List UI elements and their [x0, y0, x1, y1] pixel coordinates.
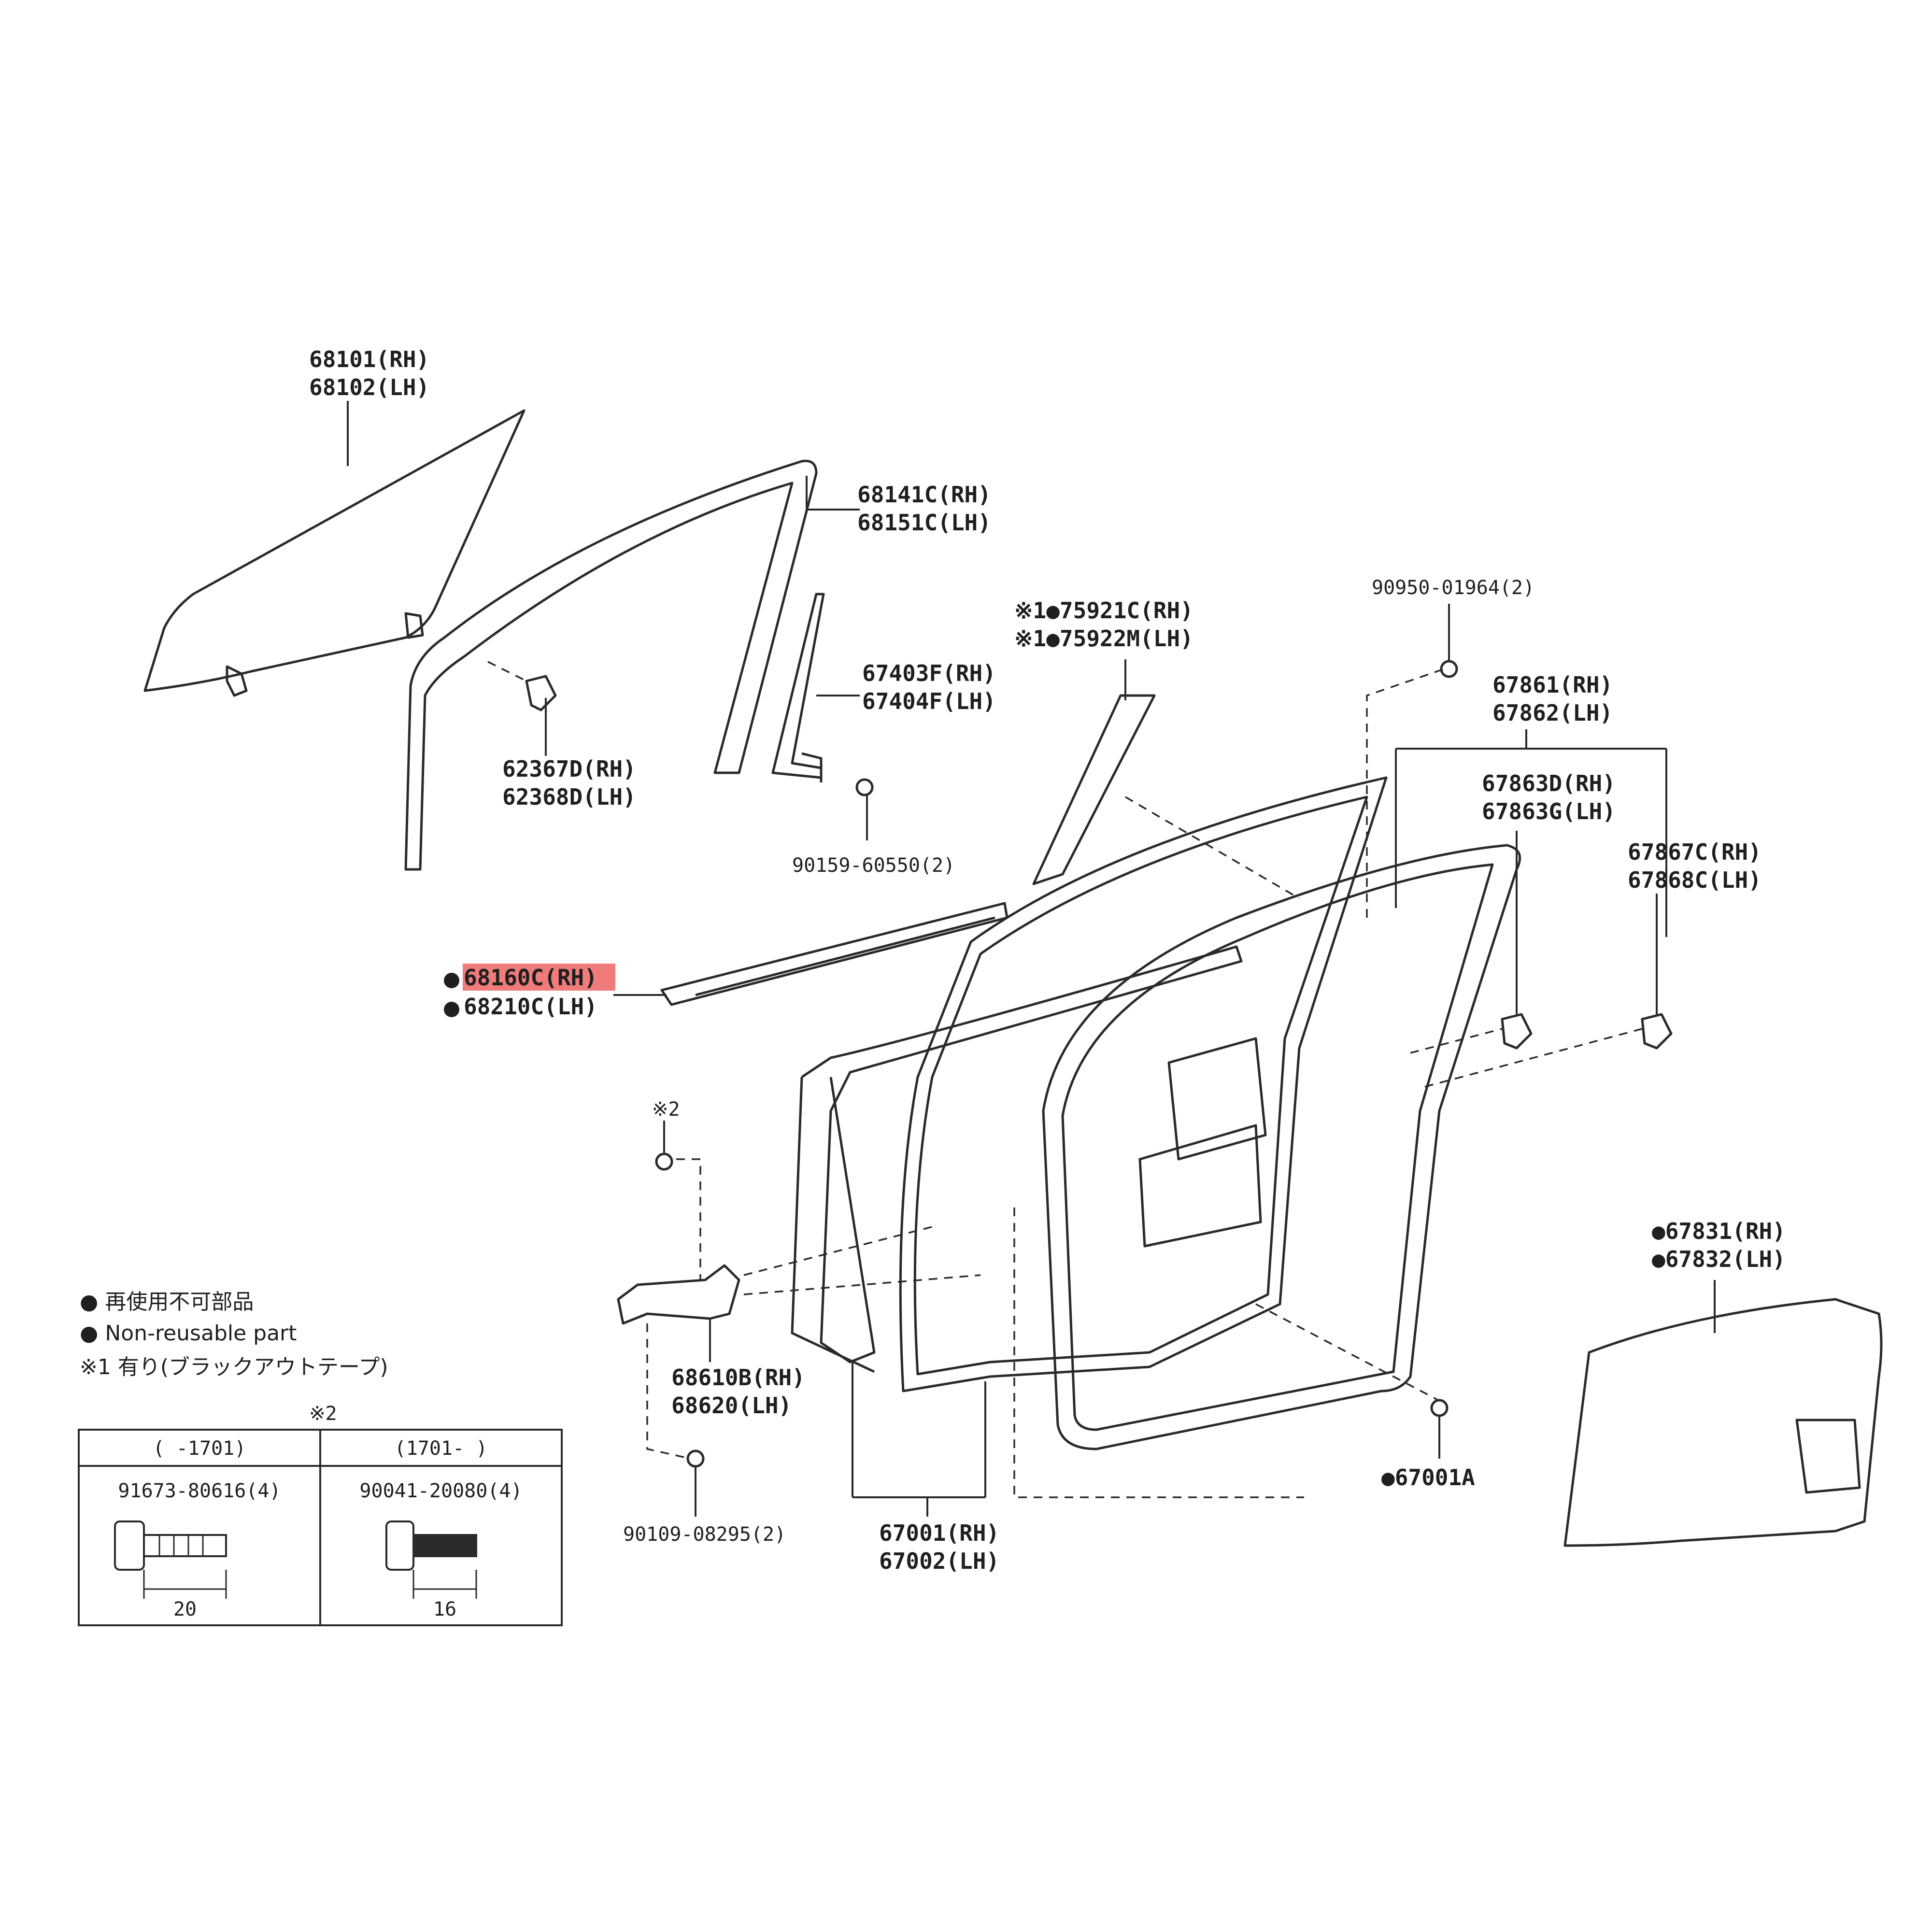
label-90159: 90159-60550(2) [792, 854, 955, 877]
label-67002: 67002(LH) [879, 1548, 999, 1574]
callout-67861: 67861(RH) 67862(LH) [1492, 672, 1613, 726]
label-68620: 68620(LH) [671, 1392, 792, 1419]
label-67868c: 67868C(LH) [1628, 867, 1762, 893]
label-68102: 68102(LH) [309, 374, 429, 400]
legend-note-x1: ※1 有り(ブラックアウトテープ) [80, 1355, 388, 1379]
weatherstrip-clip-a [1501, 1013, 1533, 1050]
label-67001a: ●67001A [1381, 1464, 1475, 1491]
label-75922m: ※1●75922M(LH) [1014, 625, 1193, 652]
door-glass [143, 409, 526, 697]
callout-67831: ●67831(RH) ●67832(LH) [1652, 1218, 1786, 1272]
door-weatherstrip [1042, 844, 1521, 1450]
label-ref-x2: ※2 [652, 1098, 680, 1121]
callout-68141: 68141C(RH) 68151C(LH) [857, 482, 991, 536]
non-reusable-mark [444, 973, 459, 988]
service-hole-cover [1563, 1298, 1883, 1547]
callout-75921: ※1●75921C(RH) ※1●75922M(LH) [1014, 597, 1193, 652]
callout-68101: 68101(RH) 68102(LH) [309, 346, 429, 400]
door-hinge [617, 1264, 740, 1325]
label-67404f: 67404F(LH) [862, 688, 996, 714]
callout-68160: 68160C(RH) 68210C(LH) [444, 964, 615, 1020]
legend: ● 再使用不可部品 ● Non-reusable part ※1 有り(ブラック… [80, 1290, 388, 1379]
label-67403f: 67403F(RH) [862, 660, 996, 686]
label-68101: 68101(RH) [309, 346, 429, 372]
bolt-table-col2-part: 90041-20080(4) [359, 1480, 522, 1502]
callout-90950: 90950-01964(2) [1372, 577, 1534, 599]
bolt-table: ※2 ( -1701) (1701- ) 91673-80616(4) 9004… [78, 1403, 563, 1626]
division-bar [771, 593, 825, 782]
callout-x2: ※2 [652, 1098, 680, 1121]
leader-lines [347, 401, 1716, 1517]
callout-67867: 67867C(RH) 67868C(LH) [1628, 839, 1762, 893]
callout-67403: 67403F(RH) 67404F(LH) [862, 660, 996, 714]
label-68610b: 68610B(RH) [671, 1364, 805, 1391]
assembly-guides [487, 661, 1643, 1498]
bolt-length-20: 20 [173, 1598, 197, 1620]
blackout-tape [1032, 694, 1156, 885]
callout-68610: 68610B(RH) 68620(LH) [671, 1364, 805, 1419]
label-67863g: 67863G(LH) [1482, 798, 1616, 824]
label-68210c: 68210C(LH) [464, 994, 597, 1020]
non-reusable-mark [444, 1002, 459, 1017]
label-62368d: 62368D(LH) [502, 784, 636, 810]
label-68151c: 68151C(LH) [857, 510, 991, 536]
screw-90159 [855, 778, 874, 796]
callout-90159: 90159-60550(2) [792, 854, 955, 877]
label-67863d: 67863D(RH) [1482, 770, 1616, 796]
label-67832: ●67832(LH) [1652, 1246, 1786, 1272]
label-75921c: ※1●75921C(RH) [1014, 597, 1193, 624]
label-68160c: 68160C(RH) [464, 965, 597, 991]
bolt-length-16: 16 [433, 1598, 456, 1620]
bolt-upper [655, 1152, 673, 1171]
highlight-68160c [463, 964, 615, 991]
door-shell [791, 776, 1388, 1392]
legend-jp: ● 再使用不可部品 [80, 1290, 254, 1314]
belt-moulding [660, 902, 1009, 1006]
label-67867c: 67867C(RH) [1628, 839, 1762, 865]
glass-clip [525, 675, 557, 711]
label-68141c: 68141C(RH) [857, 482, 991, 508]
legend-non-reusable: ● Non-reusable part [80, 1321, 297, 1346]
callout-67001: 67001(RH) 67002(LH) [879, 1520, 999, 1574]
bolt-icon-90041 [385, 1520, 477, 1599]
label-62367d: 62367D(RH) [502, 756, 636, 782]
bolt-table-col1-header: ( -1701) [153, 1437, 246, 1460]
callout-90109: 90109-08295(2) [623, 1523, 786, 1546]
label-90109: 90109-08295(2) [623, 1523, 786, 1546]
callout-67001a: ●67001A [1381, 1464, 1475, 1491]
glass-run-channel [404, 459, 818, 871]
label-67001: 67001(RH) [879, 1520, 999, 1546]
bolt-table-col1-part: 91673-80616(4) [118, 1480, 281, 1502]
bolt-table-ref: ※2 [309, 1403, 337, 1425]
label-90950: 90950-01964(2) [1372, 577, 1534, 599]
label-67861: 67861(RH) [1492, 672, 1613, 698]
bolt-icon-91673 [114, 1520, 227, 1599]
bolt-lower [686, 1449, 705, 1468]
callout-62367: 62367D(RH) 62368D(LH) [502, 756, 636, 810]
label-67862: 67862(LH) [1492, 700, 1613, 726]
clip-90950 [1440, 660, 1458, 678]
weatherstrip-clip-b [1641, 1013, 1673, 1050]
callout-67863: 67863D(RH) 67863G(LH) [1482, 770, 1616, 824]
hole-plug [1430, 1399, 1449, 1417]
label-67831: ●67831(RH) [1652, 1218, 1786, 1244]
bolt-table-col2-header: (1701- ) [395, 1437, 488, 1460]
